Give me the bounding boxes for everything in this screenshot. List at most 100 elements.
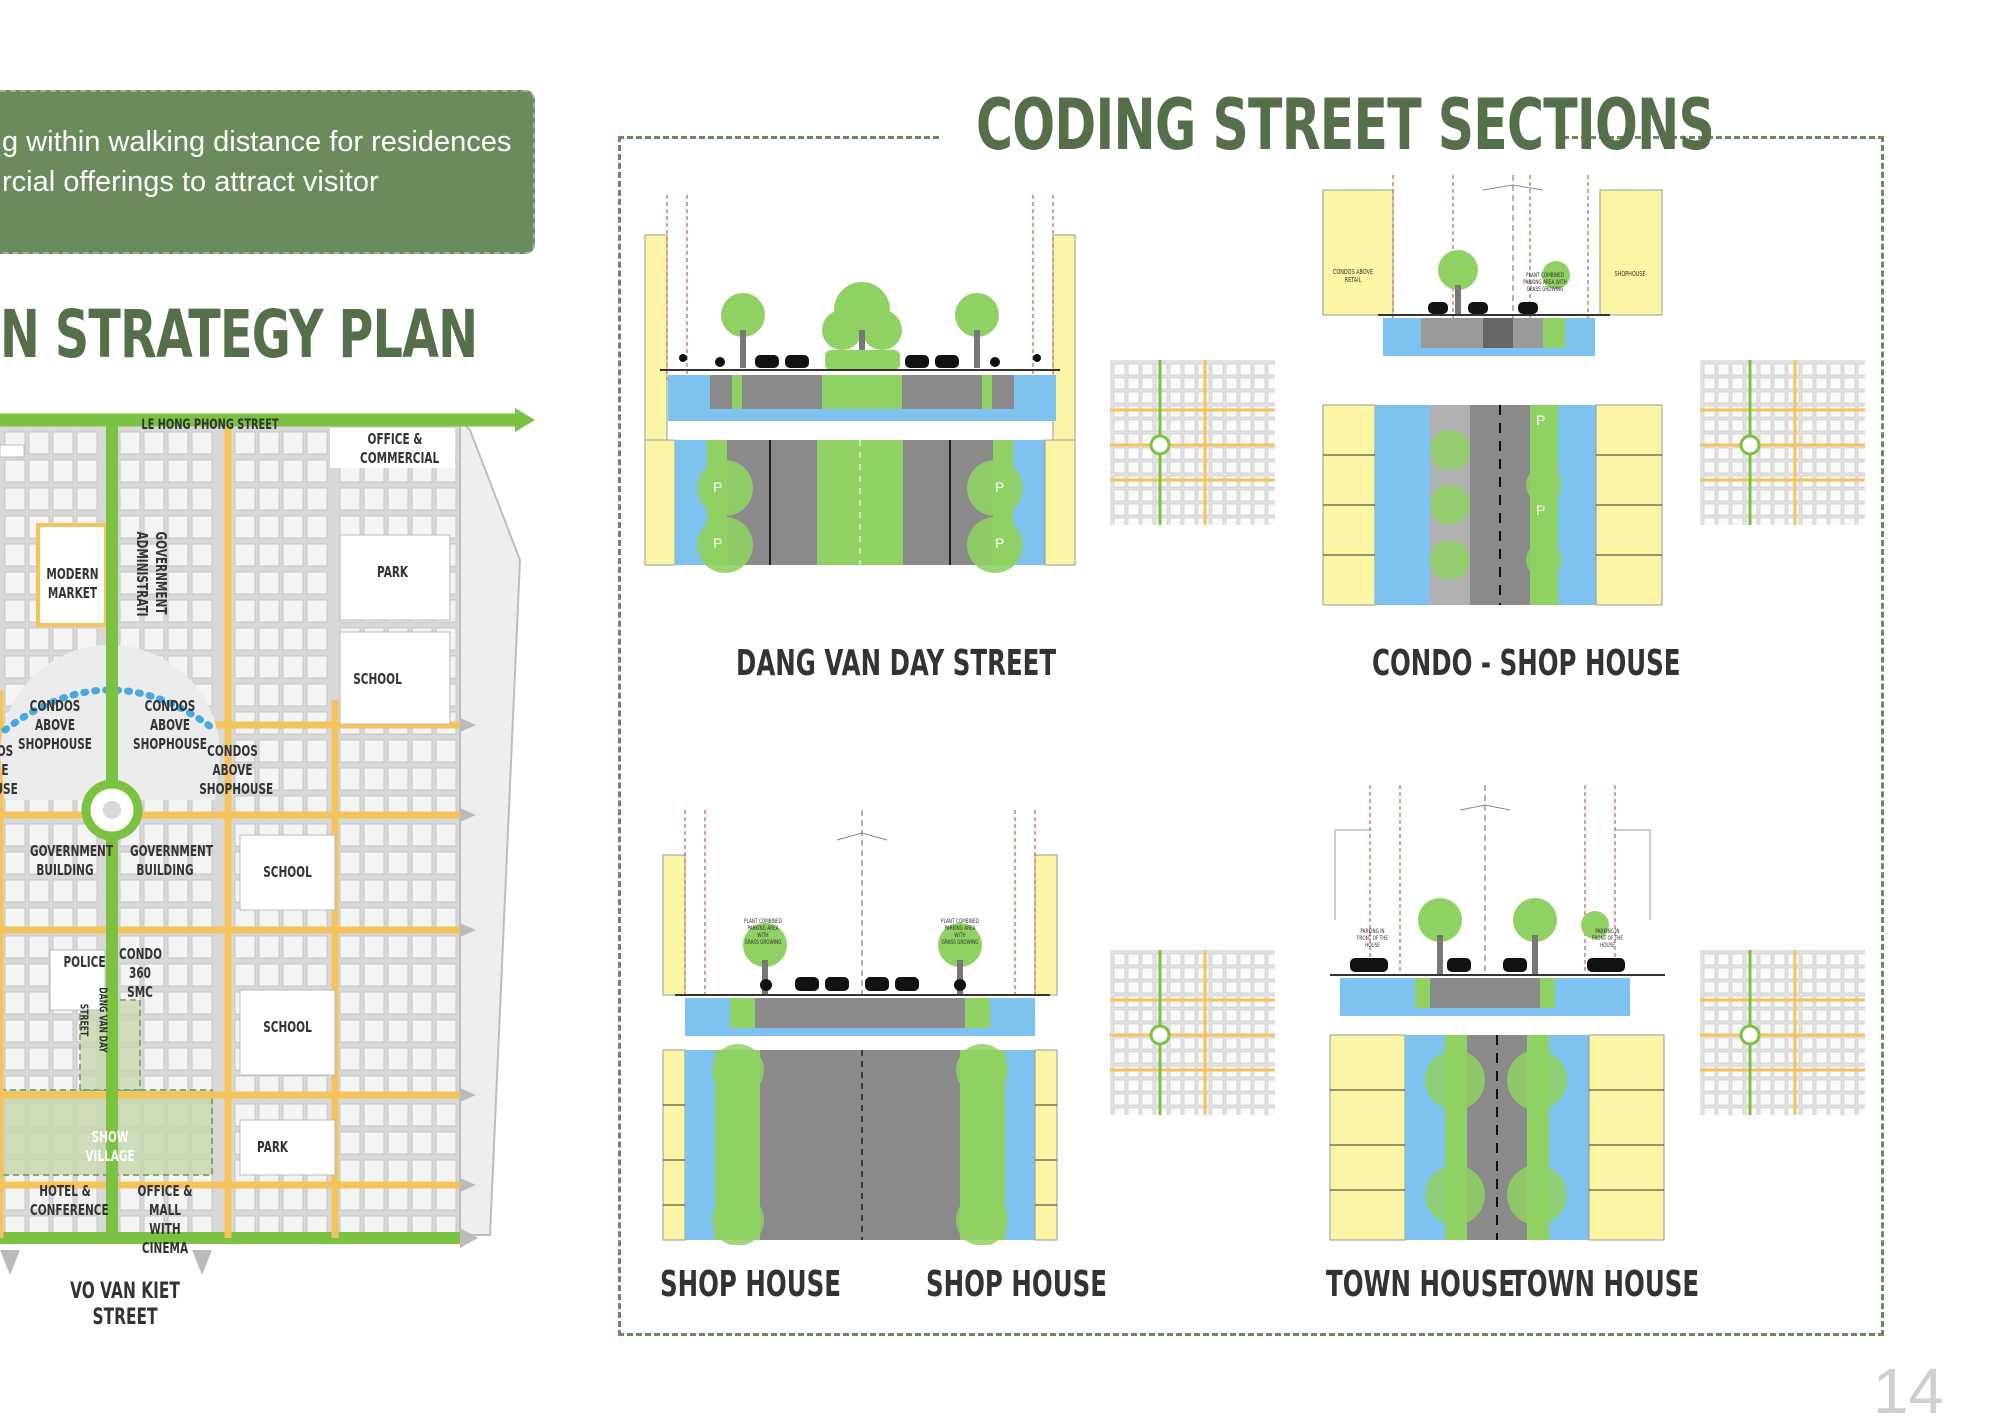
city-block <box>363 1187 385 1211</box>
city-block <box>306 431 328 455</box>
city-block <box>191 487 213 511</box>
city-block <box>191 431 213 455</box>
city-block <box>119 935 141 959</box>
city-block <box>306 683 328 707</box>
city-block <box>28 487 50 511</box>
city-block <box>167 991 189 1015</box>
city-block <box>28 879 50 903</box>
city-block <box>339 935 361 959</box>
city-block <box>282 431 304 455</box>
city-block <box>191 459 213 483</box>
city-block <box>234 935 256 959</box>
city-block <box>234 459 256 483</box>
city-block <box>4 851 26 875</box>
city-block <box>258 571 280 595</box>
city-block <box>76 459 98 483</box>
svg-text:P: P <box>995 479 1004 495</box>
city-block <box>435 963 457 987</box>
gov-building-label-1: GOVERNMENT BUILDING <box>30 842 114 879</box>
city-block <box>339 823 361 847</box>
city-block <box>387 1131 409 1155</box>
city-block <box>282 571 304 595</box>
city-block <box>387 823 409 847</box>
city-block <box>306 963 328 987</box>
city-block <box>143 543 165 567</box>
city-block <box>282 767 304 791</box>
city-block <box>234 627 256 651</box>
city-block <box>339 1187 361 1211</box>
city-block <box>363 935 385 959</box>
city-block <box>234 1187 256 1211</box>
city-block <box>363 823 385 847</box>
government-admin-label: GOVERNMENT ADMINISTRATI <box>133 531 170 617</box>
city-block <box>339 963 361 987</box>
city-block <box>143 1047 165 1071</box>
school-label-2: SCHOOL <box>263 863 312 881</box>
city-block <box>167 599 189 623</box>
city-block <box>76 431 98 455</box>
city-block <box>282 935 304 959</box>
key-map-4 <box>1700 950 1865 1115</box>
city-block <box>258 1187 280 1211</box>
city-block <box>435 1159 457 1183</box>
city-block <box>143 515 165 539</box>
condos-shophouse-label-3: CONDOS ABOVE SHOPHOUSE <box>199 742 274 798</box>
city-block <box>282 543 304 567</box>
city-block <box>339 487 361 511</box>
city-block <box>282 599 304 623</box>
city-block <box>411 991 433 1015</box>
section-town-house <box>1329 785 1665 1241</box>
key-map-3 <box>1110 950 1275 1115</box>
city-block <box>4 879 26 903</box>
city-block <box>28 1047 50 1071</box>
city-block <box>435 823 457 847</box>
city-block <box>167 823 189 847</box>
police-label: POLICE <box>63 953 106 971</box>
city-block <box>76 879 98 903</box>
city-block <box>411 851 433 875</box>
city-block <box>411 1131 433 1155</box>
city-block <box>387 1047 409 1071</box>
city-block <box>52 1047 74 1071</box>
city-block <box>143 823 165 847</box>
city-block <box>191 823 213 847</box>
svg-text:P: P <box>713 535 722 551</box>
modern-market-label: MODERN MARKET <box>46 565 99 602</box>
city-block <box>258 515 280 539</box>
info-box: g within walking distance for residences… <box>0 90 535 254</box>
city-block <box>339 767 361 791</box>
key-map-2 <box>1700 360 1865 525</box>
sections-title-backdrop <box>940 88 1565 158</box>
city-block <box>119 963 141 987</box>
city-block <box>282 627 304 651</box>
parking-front-label-1: PARKING IN FRONT OF THE HOUSE <box>1356 928 1389 949</box>
city-block <box>258 739 280 763</box>
city-block <box>339 739 361 763</box>
city-block <box>167 627 189 651</box>
city-block <box>28 963 50 987</box>
city-block <box>119 543 141 567</box>
plan-title: N STRATEGY PLAN <box>0 296 478 373</box>
city-block <box>4 599 26 623</box>
city-block <box>258 963 280 987</box>
city-block <box>4 823 26 847</box>
city-block <box>4 1019 26 1043</box>
city-block <box>52 627 74 651</box>
city-block <box>234 739 256 763</box>
city-block <box>363 963 385 987</box>
city-block <box>282 739 304 763</box>
city-block <box>435 739 457 763</box>
city-block <box>143 431 165 455</box>
city-block <box>387 487 409 511</box>
city-block <box>411 1047 433 1071</box>
city-block <box>191 879 213 903</box>
city-block <box>119 515 141 539</box>
city-block <box>306 571 328 595</box>
caption-condo-shop: CONDO - SHOP HOUSE <box>1372 643 1681 684</box>
caption-town-left: TOWN HOUSE <box>1326 1264 1516 1305</box>
city-block <box>435 1131 457 1155</box>
city-block <box>339 1159 361 1183</box>
svg-text:P: P <box>1536 412 1545 428</box>
city-block <box>119 851 141 875</box>
